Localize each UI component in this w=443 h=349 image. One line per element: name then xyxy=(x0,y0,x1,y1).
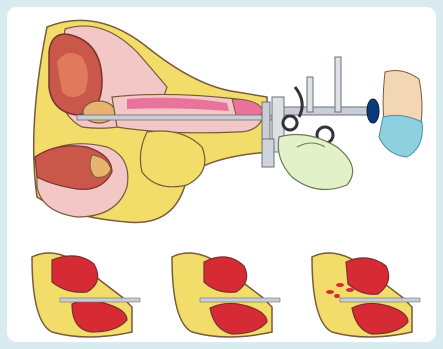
surgeon-head xyxy=(379,71,422,157)
step-2-diagram xyxy=(172,253,280,337)
illustration-panel xyxy=(7,7,436,342)
main-illustration xyxy=(7,7,436,237)
surgeon-hand xyxy=(278,135,352,190)
step-1-diagram xyxy=(32,253,140,337)
step-3-diagram xyxy=(312,253,420,337)
tissue-chips-icon xyxy=(326,283,363,298)
